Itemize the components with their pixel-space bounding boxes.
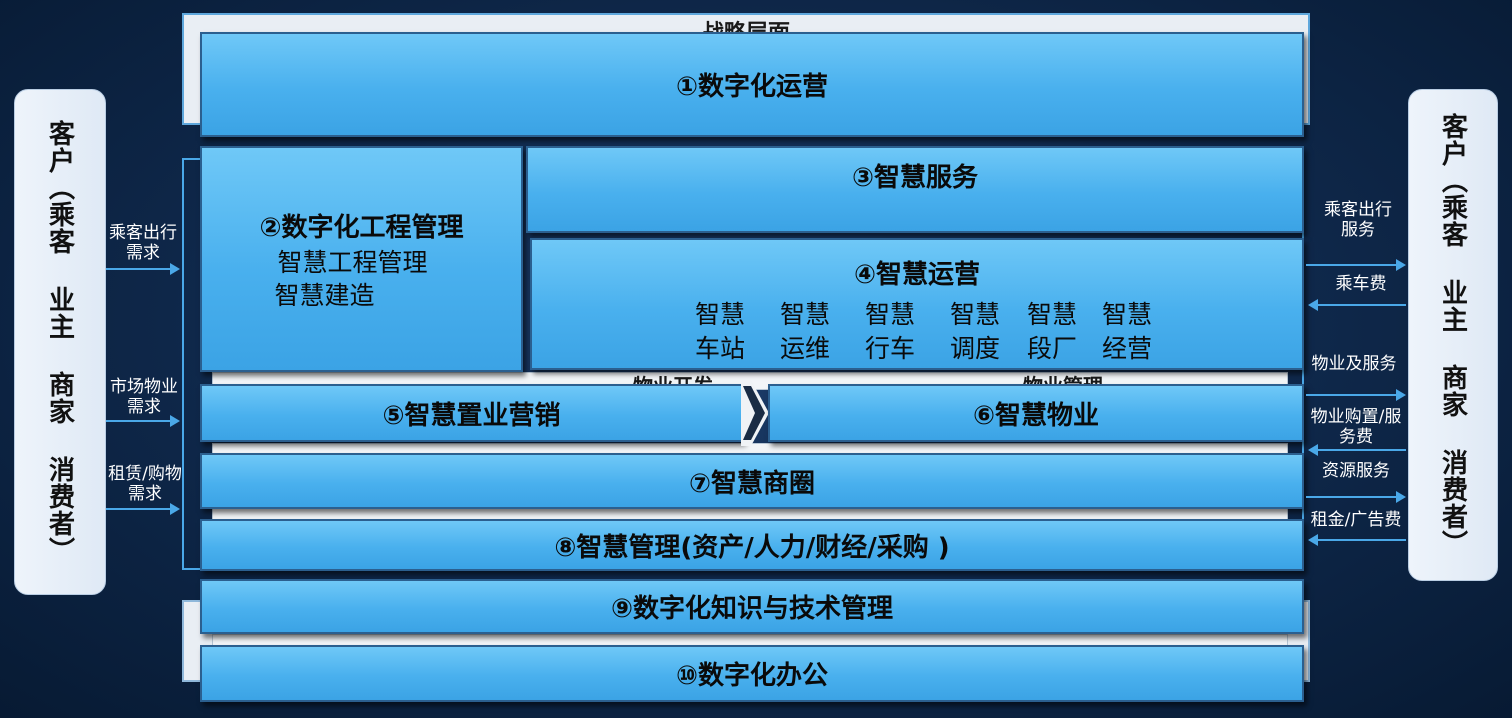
bar-1-title: ①数字化运营 <box>675 72 828 102</box>
bar-2-item-2: 智慧建造 <box>274 280 375 310</box>
right-flow-label-6: 租金/广告费 <box>1310 510 1402 530</box>
bar-8-title: ⑧智慧管理(资产/人力/财经/采购 ) <box>554 532 950 563</box>
left-flow-arrow-3 <box>106 503 180 515</box>
bar-smart-management[interactable]: ⑧智慧管理(资产/人力/财经/采购 ) <box>200 519 1304 571</box>
cap-dispatch[interactable]: 智慧 调度 <box>945 298 1005 366</box>
bar-10-title: ⑩数字化办公 <box>675 661 828 691</box>
cap-maintenance-line-2: 运维 <box>779 334 830 363</box>
bar-2-item-1: 智慧工程管理 <box>277 247 428 277</box>
cap-business-line-2: 经营 <box>1101 334 1152 363</box>
bar-smart-business-district[interactable]: ⑦智慧商圈 <box>200 453 1304 509</box>
bar-7-title: ⑦智慧商圈 <box>688 468 815 499</box>
cap-dispatch-line-1: 智慧 <box>949 300 1000 329</box>
cap-maintenance-line-1: 智慧 <box>779 300 830 329</box>
client-label-left: 客户（乘客 业主 商家 消费者） <box>44 120 75 564</box>
left-flow-label-3: 租赁/购物需求 <box>108 464 182 504</box>
cap-station-line-2: 车站 <box>694 334 745 363</box>
cap-maintenance[interactable]: 智慧 运维 <box>775 298 835 366</box>
cap-station[interactable]: 智慧 车站 <box>690 298 750 366</box>
bar-3-title: ③智慧服务 <box>851 163 978 193</box>
bar-smart-property-sales[interactable]: ⑤智慧置业营销 <box>200 384 743 442</box>
cap-depot[interactable]: 智慧 段厂 <box>1022 298 1082 366</box>
left-bracket <box>182 158 202 570</box>
right-flow-arrow-6 <box>1308 534 1406 546</box>
left-flow-arrow-1 <box>106 263 180 275</box>
bar-digital-operation[interactable]: ①数字化运营 <box>200 32 1304 137</box>
cap-depot-line-1: 智慧 <box>1026 300 1077 329</box>
cap-business[interactable]: 智慧 经营 <box>1097 298 1157 366</box>
left-flow-arrow-2 <box>106 415 180 427</box>
cap-driving-line-1: 智慧 <box>864 300 915 329</box>
left-flow-label-1: 乘客出行需求 <box>109 223 177 263</box>
right-flow-label-5: 资源服务 <box>1322 461 1390 481</box>
cap-business-line-1: 智慧 <box>1101 300 1152 329</box>
bar-digital-engineering[interactable]: ②数字化工程管理 智慧工程管理 智慧建造 <box>200 146 523 372</box>
cap-driving[interactable]: 智慧 行车 <box>860 298 920 366</box>
bar-smart-service[interactable]: ③智慧服务 <box>526 146 1304 233</box>
bar-5-title: ⑤智慧置业营销 <box>382 400 561 431</box>
right-flow-arrow-5 <box>1306 491 1406 503</box>
right-flow-label-1: 乘客出行服务 <box>1324 200 1392 240</box>
right-flow-arrow-3 <box>1306 389 1406 401</box>
bar-digital-knowledge[interactable]: ⑨数字化知识与技术管理 <box>200 579 1304 634</box>
cap-station-line-1: 智慧 <box>694 300 745 329</box>
bar-4-capabilities: 智慧 车站 智慧 运维 智慧 行车 智慧 调度 智慧 段厂 智慧 经营 <box>532 298 1306 368</box>
right-flow-arrow-1 <box>1306 259 1406 271</box>
cap-driving-line-2: 行车 <box>864 334 915 363</box>
right-flow-arrow-2 <box>1308 299 1406 311</box>
right-flow-label-3: 物业及服务 <box>1311 354 1397 374</box>
client-panel-right: 客户（乘客 业主 商家 消费者） <box>1408 89 1498 581</box>
client-panel-left: 客户（乘客 业主 商家 消费者） <box>14 89 106 595</box>
bar-2-title: ②数字化工程管理 <box>259 212 464 243</box>
chevron-arrow-icon <box>741 380 769 446</box>
bar-smart-property[interactable]: ⑥智慧物业 <box>768 384 1304 442</box>
right-flow-arrow-4 <box>1308 444 1406 456</box>
right-flow-label-4: 物业购置/服务费 <box>1310 407 1402 447</box>
left-flow-label-2: 市场物业需求 <box>110 377 178 417</box>
bar-digital-office[interactable]: ⑩数字化办公 <box>200 645 1304 702</box>
cap-depot-line-2: 段厂 <box>1026 334 1077 363</box>
right-flow-label-2: 乘车费 <box>1335 274 1387 294</box>
bar-4-title: ④智慧运营 <box>853 260 980 290</box>
cap-dispatch-line-2: 调度 <box>949 334 1000 363</box>
client-label-right: 客户（乘客 业主 商家 消费者） <box>1437 113 1468 557</box>
bar-smart-operation[interactable]: ④智慧运营 智慧 车站 智慧 运维 智慧 行车 智慧 调度 智慧 段厂 智慧 经… <box>530 238 1304 370</box>
bar-9-title: ⑨数字化知识与技术管理 <box>610 594 893 624</box>
bar-6-title: ⑥智慧物业 <box>972 400 1099 431</box>
